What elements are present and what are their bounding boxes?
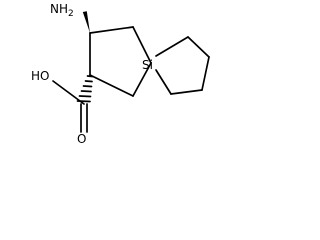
sila-ring-bond-1 xyxy=(155,36,189,57)
sila-ring-bond-5 xyxy=(155,69,172,95)
ring-bond-c4-c5 xyxy=(89,74,134,97)
sila-ring-bond-4 xyxy=(170,89,203,95)
silicon-label: Si xyxy=(142,58,153,72)
molecule-structure: NH2 Si HO O xyxy=(31,2,210,143)
carboxyl-hash-bond xyxy=(76,75,94,103)
amine-wedge-bond xyxy=(82,11,90,33)
sila-ring-bond-3 xyxy=(201,56,210,91)
ring-bond-c1-c2 xyxy=(89,26,134,34)
carboxyl-c-oh-bond xyxy=(52,80,85,105)
hydroxyl-label: HO xyxy=(31,69,49,83)
sila-ring-bond-2 xyxy=(187,36,210,58)
carbonyl-oxygen-label: O xyxy=(77,132,86,143)
ring-bond-c2-si xyxy=(132,26,152,64)
ring-bond-si-c4 xyxy=(132,62,152,97)
amine-label: NH2 xyxy=(50,2,74,19)
